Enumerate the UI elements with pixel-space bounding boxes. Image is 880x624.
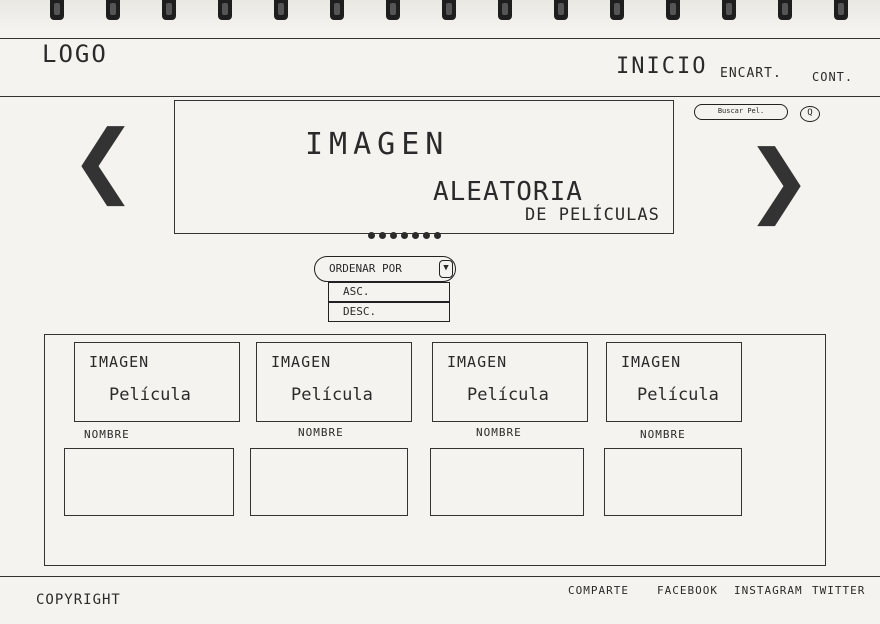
hero-title: IMAGEN <box>305 127 450 162</box>
carousel-dot[interactable] <box>390 232 397 239</box>
sort-label: ORDENAR POR <box>329 262 402 275</box>
movie-name[interactable]: NOMBRE <box>84 428 130 441</box>
footer-link-comparte[interactable]: COMPARTE <box>568 584 629 597</box>
movie-name[interactable]: NOMBRE <box>298 426 344 439</box>
carousel-dot[interactable] <box>379 232 386 239</box>
carousel-dot[interactable] <box>368 232 375 239</box>
carousel-dot[interactable] <box>412 232 419 239</box>
movie-image-label: IMAGEN <box>271 353 332 371</box>
movie-image-label: Película <box>291 385 373 405</box>
carousel-dots[interactable] <box>368 232 441 239</box>
chevron-down-icon[interactable]: ▼ <box>439 260 453 278</box>
movie-description-box <box>64 448 234 516</box>
sort-option-desc[interactable]: DESC. <box>328 302 450 322</box>
movie-grid <box>44 334 826 566</box>
header-top-border <box>0 38 880 39</box>
sort-dropdown[interactable]: ORDENAR POR ▼ <box>314 256 456 282</box>
movie-card-image[interactable]: IMAGEN Película <box>432 342 588 422</box>
movie-image-label: IMAGEN <box>89 353 150 371</box>
movie-name[interactable]: NOMBRE <box>640 428 686 441</box>
movie-name[interactable]: NOMBRE <box>476 426 522 439</box>
carousel-dot[interactable] <box>434 232 441 239</box>
movie-card-image[interactable]: IMAGEN Película <box>74 342 240 422</box>
spiral-binding <box>0 0 880 30</box>
search-input[interactable]: Buscar Pel. <box>694 104 788 120</box>
movie-description-box <box>250 448 408 516</box>
logo[interactable]: LOGO <box>42 40 108 68</box>
footer-link-twitter[interactable]: TWITTER <box>812 584 866 597</box>
hero-subtitle-2: DE PELÍCULAS <box>525 205 660 225</box>
nav-encart[interactable]: ENCART. <box>720 66 782 81</box>
sort-option-asc[interactable]: ASC. <box>328 282 450 302</box>
movie-image-label: Película <box>637 385 719 405</box>
movie-image-label: IMAGEN <box>447 353 508 371</box>
movie-description-box <box>430 448 584 516</box>
footer-top-border <box>0 576 880 577</box>
carousel-dot[interactable] <box>423 232 430 239</box>
footer-link-facebook[interactable]: FACEBOOK <box>657 584 718 597</box>
footer-copyright: COPYRIGHT <box>36 592 121 608</box>
movie-image-label: Película <box>109 385 191 405</box>
movie-card-image[interactable]: IMAGEN Película <box>256 342 412 422</box>
movie-description-box <box>604 448 742 516</box>
carousel-prev-icon[interactable]: ❮ <box>70 113 138 206</box>
hero-subtitle: ALEATORIA <box>433 177 583 207</box>
carousel-dot[interactable] <box>401 232 408 239</box>
nav-inicio[interactable]: INICIO <box>616 54 708 79</box>
header-bottom-border <box>0 96 880 97</box>
movie-image-label: Película <box>467 385 549 405</box>
carousel-next-icon[interactable]: ❯ <box>745 133 813 226</box>
footer-link-instagram[interactable]: INSTAGRAM <box>734 584 803 597</box>
movie-image-label: IMAGEN <box>621 353 682 371</box>
search-icon[interactable]: Q <box>800 106 820 122</box>
movie-card-image[interactable]: IMAGEN Película <box>606 342 742 422</box>
hero-carousel-image[interactable]: IMAGEN ALEATORIA DE PELÍCULAS <box>174 100 674 234</box>
nav-cont[interactable]: CONT. <box>812 70 854 84</box>
